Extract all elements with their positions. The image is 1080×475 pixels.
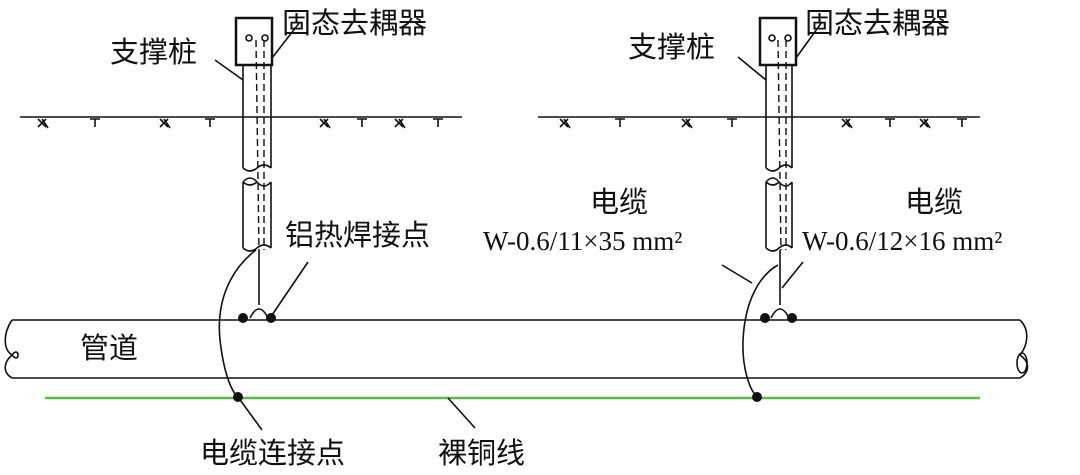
label-decoupler-left: 固态去耦器 [282, 6, 427, 40]
label-cable1-title: 电缆 [590, 185, 648, 219]
ground-left [20, 116, 462, 129]
left-assembly [214, 16, 476, 431]
right-assembly [721, 16, 823, 402]
weld-point [787, 313, 797, 323]
weld-point [760, 313, 770, 323]
ground-right [538, 116, 980, 129]
decoupler-box [234, 16, 274, 67]
label-cable1-spec: W-0.6/11×35 mm² [483, 226, 682, 256]
label-thermite-weld: 铝热焊接点 [285, 218, 430, 252]
label-decoupler-right: 固态去耦器 [805, 6, 950, 40]
label-cable2-title: 电缆 [905, 185, 963, 219]
cable-connection-point [752, 392, 762, 402]
label-cable-connection: 电缆连接点 [200, 436, 345, 470]
label-support-pile-right: 支撑桩 [628, 30, 715, 64]
weld-point [266, 313, 276, 323]
pipeline [4, 319, 1029, 379]
label-support-pile-left: 支撑桩 [110, 35, 197, 69]
weld-point [238, 313, 248, 323]
label-pipeline: 管道 [80, 331, 138, 365]
label-cable2-spec: W-0.6/12×16 mm² [802, 226, 1002, 256]
label-bare-copper: 裸铜线 [438, 436, 525, 470]
